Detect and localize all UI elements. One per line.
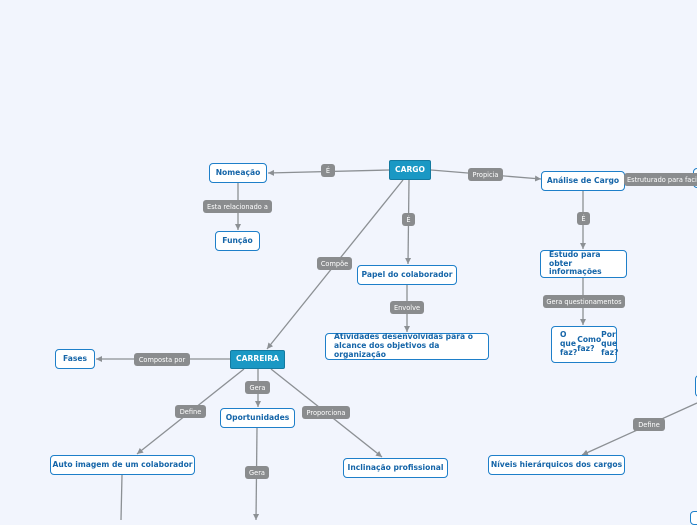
question-line: Como faz? bbox=[577, 334, 602, 353]
node-papel-colaborador[interactable]: Papel do colaborador bbox=[357, 265, 457, 285]
node-perguntas[interactable]: O que faz?Como faz?Por que faz? bbox=[551, 326, 619, 363]
question-line: Por que faz? bbox=[601, 330, 619, 357]
label-e-papel[interactable]: É bbox=[402, 213, 415, 226]
node-estudo[interactable]: Estudo para obter informações bbox=[540, 250, 627, 278]
node-funcao[interactable]: Função bbox=[215, 231, 260, 251]
label-relacionado[interactable]: Esta relacionado a bbox=[203, 200, 272, 213]
node-nomeacao[interactable]: Nomeação bbox=[209, 163, 267, 183]
label-e-nomeacao[interactable]: É bbox=[321, 164, 335, 177]
node-cargo[interactable]: CARGO bbox=[389, 160, 431, 180]
node-inclinacao[interactable]: Inclinação profissional bbox=[343, 458, 448, 478]
node-niveis-hierarquicos[interactable]: Níveis hierárquicos dos cargos bbox=[488, 455, 625, 475]
label-gera-down[interactable]: Gera bbox=[245, 466, 269, 479]
offscreen-node-bottom-right[interactable] bbox=[690, 511, 697, 525]
label-define-niveis[interactable]: Define bbox=[633, 418, 665, 431]
node-atividades[interactable]: Atividades desenvolvidas para o alcance … bbox=[325, 333, 489, 360]
label-define-autoimagem[interactable]: Define bbox=[175, 405, 206, 418]
question-line: O que faz? bbox=[560, 330, 578, 357]
label-gera-oportunidades[interactable]: Gera bbox=[245, 381, 270, 394]
node-fases[interactable]: Fases bbox=[55, 349, 95, 369]
label-compoe[interactable]: Compõe bbox=[317, 257, 352, 270]
label-propicia[interactable]: Propicia bbox=[468, 168, 503, 181]
label-e-estudo[interactable]: É bbox=[577, 212, 590, 225]
edge-autoimagem-down bbox=[120, 474, 123, 520]
label-estruturado[interactable]: Estruturado para facilitar bbox=[624, 173, 697, 186]
node-analise-cargo[interactable]: Análise de Cargo bbox=[541, 171, 625, 191]
node-carreira[interactable]: CARREIRA bbox=[230, 350, 285, 369]
node-oportunidades[interactable]: Oportunidades bbox=[220, 408, 295, 428]
node-auto-imagem[interactable]: Auto imagem de um colaborador bbox=[50, 455, 195, 475]
label-proporciona[interactable]: Proporciona bbox=[302, 406, 350, 419]
label-envolve[interactable]: Envolve bbox=[390, 301, 424, 314]
label-gera-questionamentos[interactable]: Gera questionamentos bbox=[543, 295, 625, 308]
label-composta-por[interactable]: Composta por bbox=[134, 353, 190, 366]
